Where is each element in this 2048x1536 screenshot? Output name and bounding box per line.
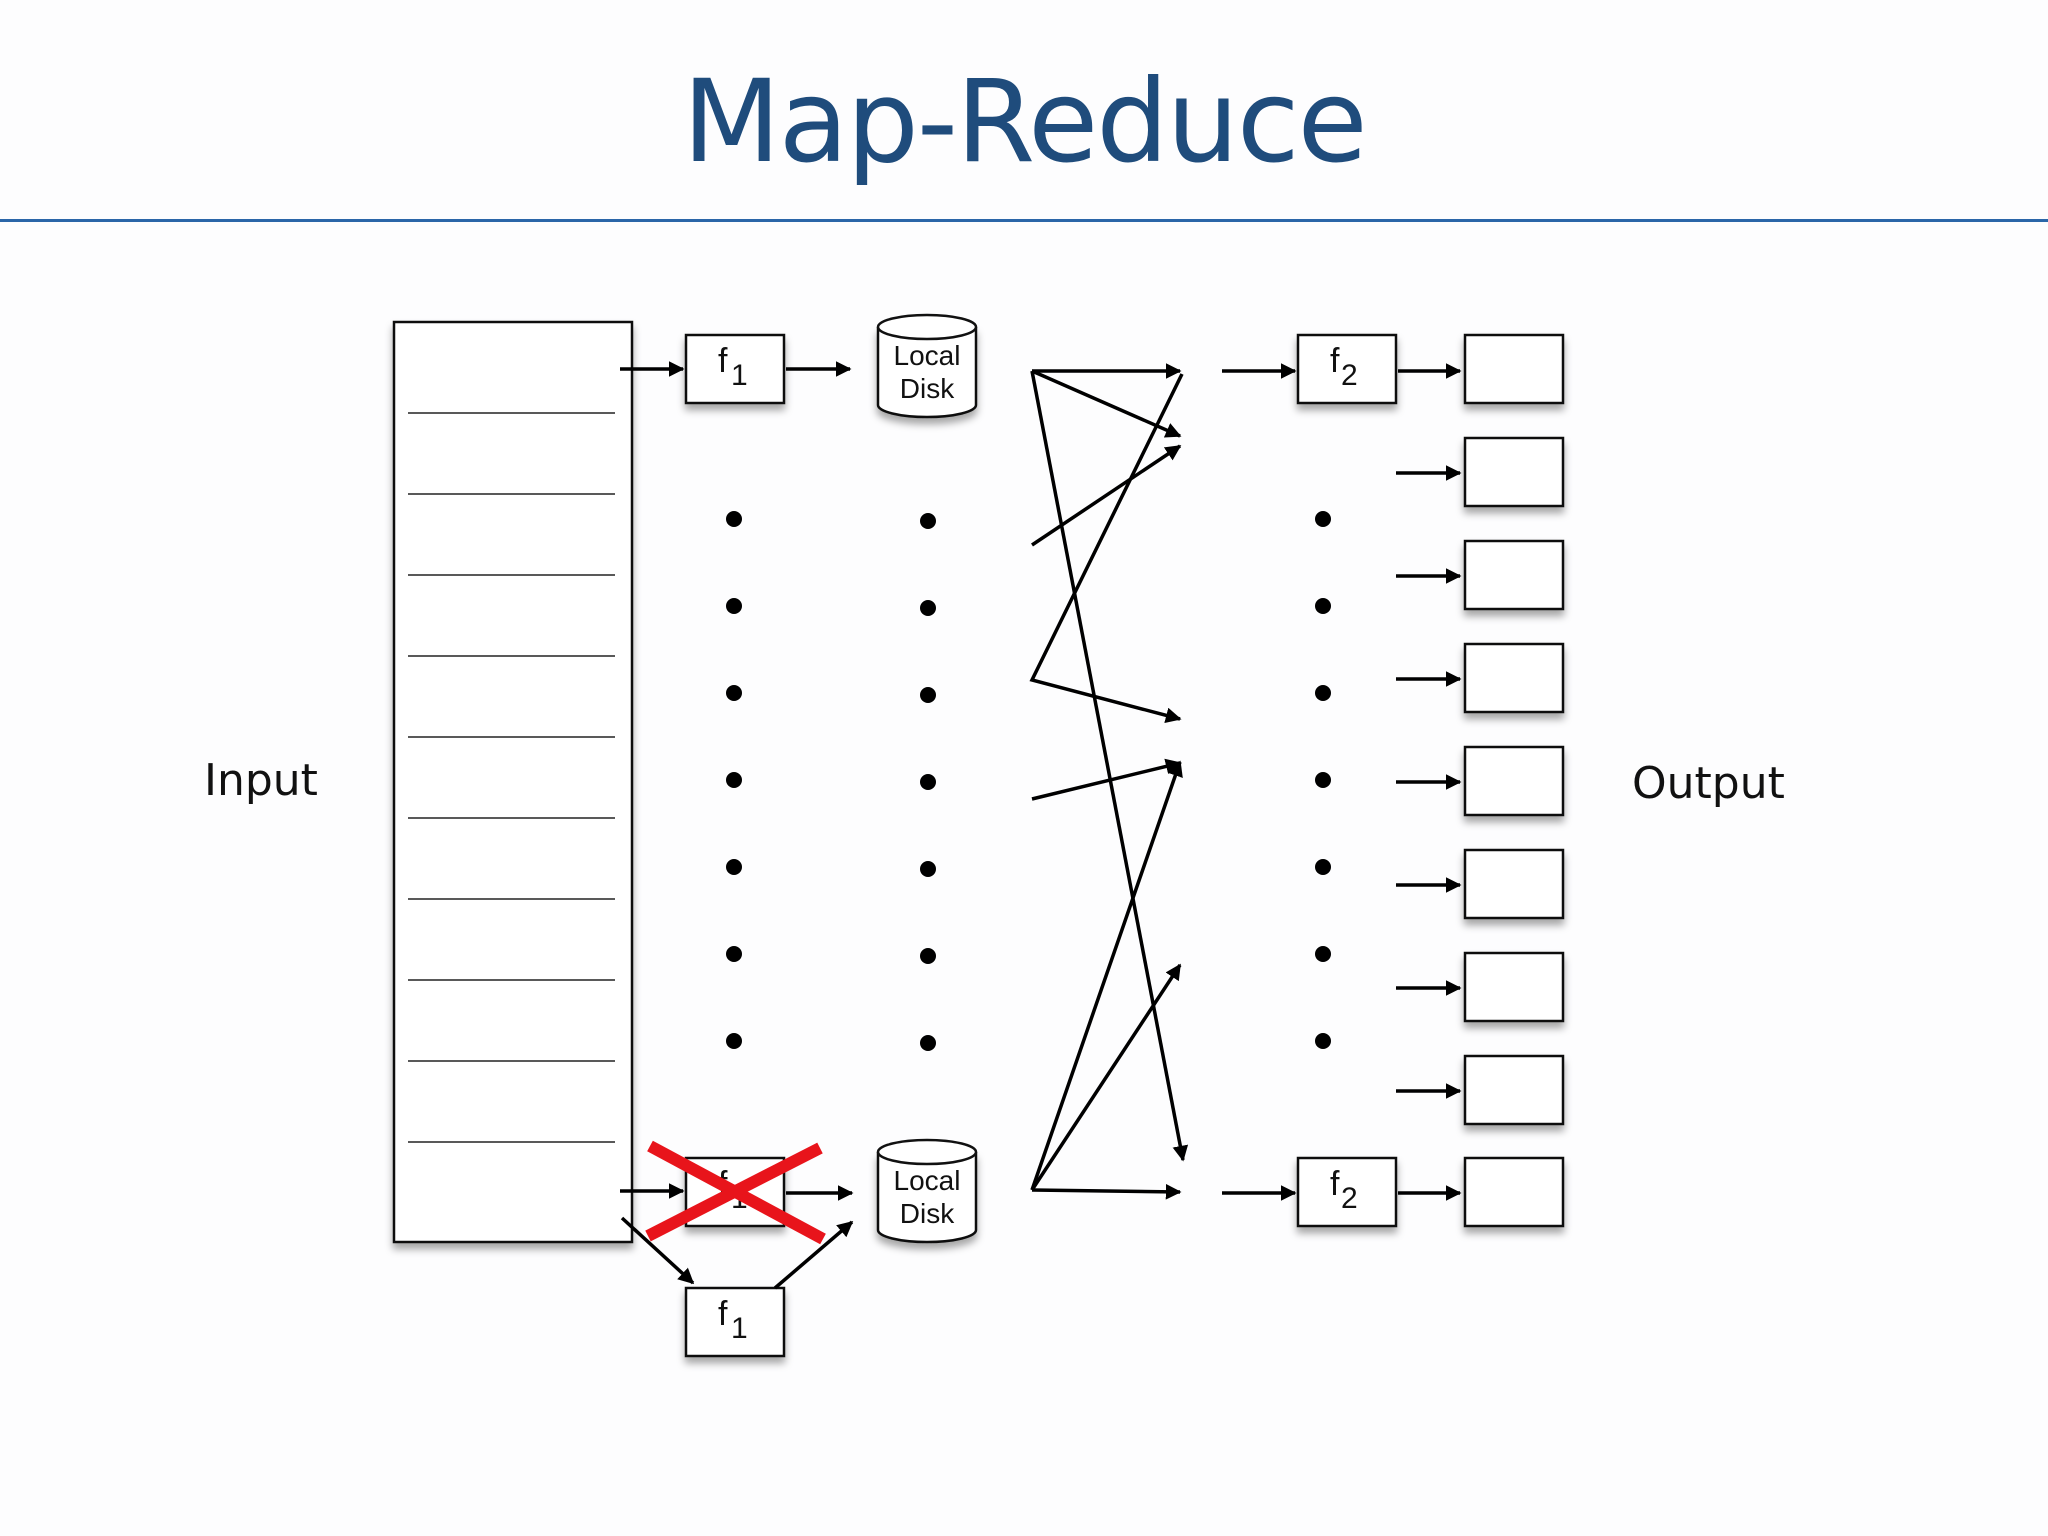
reduce-task-top: f 2: [1296, 333, 1398, 405]
input-splits: [392, 320, 634, 1244]
map-func-label: f: [718, 342, 728, 380]
reduce-func-label: f: [1330, 1165, 1340, 1203]
output-box: [1463, 539, 1565, 611]
disk-label-line1: Local: [894, 1165, 961, 1196]
output-box: [1463, 1054, 1565, 1126]
output-files: [1463, 333, 1565, 1228]
slide-title: Map-Reduce: [682, 55, 1367, 188]
map-func-subscript: 1: [731, 1312, 748, 1345]
output-box: [1463, 745, 1565, 817]
local-disk-top: Local Disk: [876, 313, 978, 419]
ellipsis-dots: [726, 511, 1331, 1051]
disk-label-line2: Disk: [900, 1198, 955, 1229]
output-box: [1463, 1156, 1565, 1228]
output-box: [1463, 642, 1565, 714]
output-label: Output: [1632, 758, 1785, 809]
flow-arrows: [620, 361, 1462, 1290]
disk-label-line1: Local: [894, 340, 961, 371]
title-divider: [0, 219, 2048, 222]
output-box: [1463, 848, 1565, 920]
reduce-task-bottom: f 2: [1296, 1156, 1398, 1228]
map-func-subscript: 1: [731, 359, 748, 392]
output-box: [1463, 436, 1565, 508]
map-func-label: f: [718, 1295, 728, 1333]
disk-label-line2: Disk: [900, 373, 955, 404]
input-label: Input: [204, 755, 318, 806]
reduce-func-subscript: 2: [1341, 1182, 1358, 1215]
output-box: [1463, 951, 1565, 1023]
output-box: [1463, 333, 1565, 405]
failure-x-icon: [645, 1140, 826, 1245]
reduce-func-label: f: [1330, 342, 1340, 380]
local-disk-bottom: Local Disk: [876, 1138, 978, 1244]
map-task-top: f 1: [684, 333, 786, 405]
map-task-reexecuted: f 1: [684, 1286, 786, 1358]
reduce-func-subscript: 2: [1341, 359, 1358, 392]
